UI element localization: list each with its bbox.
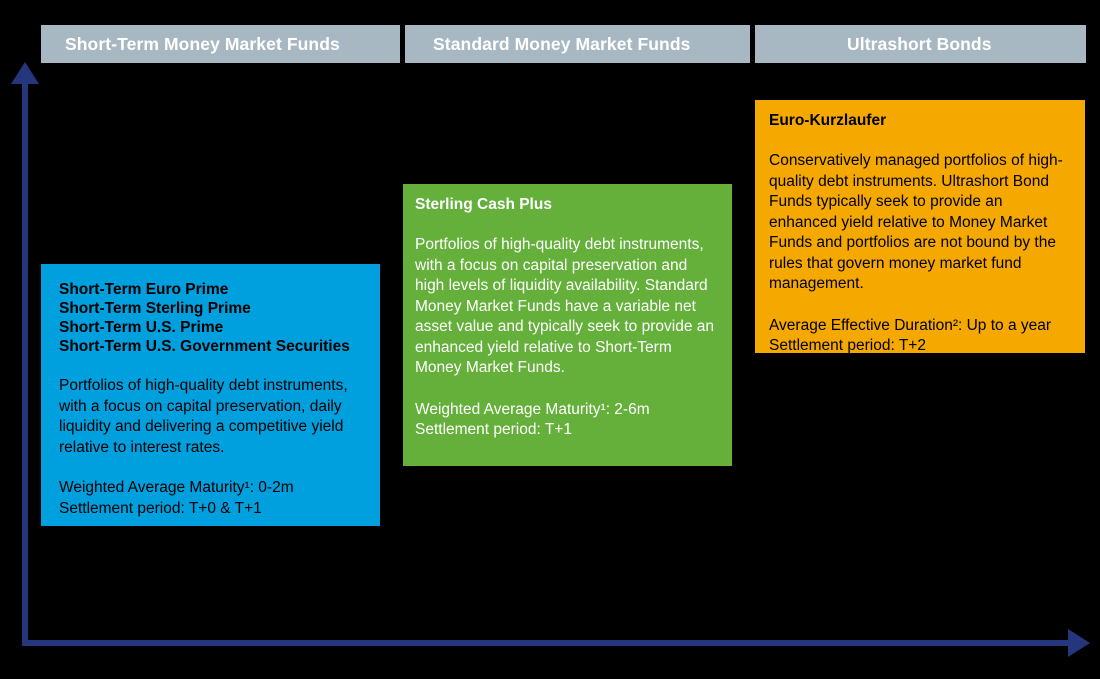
card-spacer	[415, 214, 714, 235]
category-tab-bar: Short-Term Money Market Funds Standard M…	[41, 25, 1086, 63]
tab-standard-money-market-funds[interactable]: Standard Money Market Funds	[405, 25, 750, 63]
card-title: Euro-Kurzlaufer	[769, 112, 887, 129]
tab-label: Ultrashort Bonds	[847, 33, 992, 54]
card-spacer	[59, 356, 360, 376]
card-spacer	[415, 379, 714, 400]
card-title: Sterling Cash Plus	[415, 196, 552, 213]
tab-ultrashort-bonds[interactable]: Ultrashort Bonds	[755, 25, 1086, 63]
card-short-term-money-market-funds[interactable]: Short-Term Euro Prime Short-Term Sterlin…	[41, 264, 380, 526]
card-title: Short-Term Euro Prime Short-Term Sterlin…	[59, 281, 350, 355]
card-description: Conservatively managed portfolios of hig…	[769, 152, 1063, 292]
card-spacer	[769, 130, 1071, 151]
card-metrics: Average Effective Duration²: Up to a yea…	[769, 316, 1052, 355]
card-spacer	[769, 295, 1071, 316]
tab-label: Standard Money Market Funds	[433, 33, 691, 54]
card-description: Portfolios of high-quality debt instrume…	[415, 236, 714, 376]
tab-label: Short-Term Money Market Funds	[65, 33, 340, 54]
card-ultrashort-bonds[interactable]: Euro-Kurzlaufer Conservatively managed p…	[755, 100, 1085, 354]
vertical-axis	[22, 80, 28, 646]
card-description: Portfolios of high-quality debt instrume…	[59, 377, 348, 456]
card-spacer	[59, 458, 360, 478]
card-metrics: Weighted Average Maturity¹: 0-2m Settlem…	[59, 479, 294, 517]
card-metrics: Weighted Average Maturity¹: 2-6m Settlem…	[415, 400, 650, 439]
card-standard-money-market-funds[interactable]: Sterling Cash Plus Portfolios of high-qu…	[403, 184, 732, 466]
horizontal-axis	[22, 640, 1075, 646]
tab-short-term-money-market-funds[interactable]: Short-Term Money Market Funds	[41, 25, 400, 63]
right-arrow-icon	[1068, 629, 1090, 657]
up-arrow-icon	[11, 62, 39, 84]
